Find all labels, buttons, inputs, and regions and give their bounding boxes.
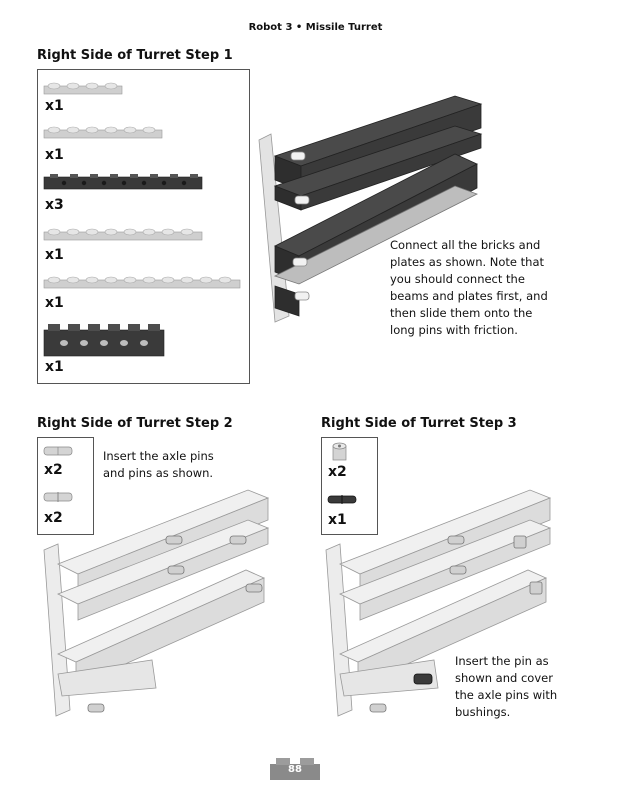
step-2-part-1-qty: x2 [44, 462, 63, 478]
step-3-title: Right Side of Turret Step 3 [321, 416, 517, 431]
step-1-part-5-qty: x1 [45, 295, 64, 311]
step-3-part-1-qty: x2 [328, 464, 347, 480]
step-2-title: Right Side of Turret Step 2 [37, 416, 233, 431]
page-number: 88 [270, 764, 320, 775]
step-2-description: Insert the axle pins and pins as shown. [103, 448, 214, 482]
technic-beam-1x6-icon [44, 324, 166, 358]
step-1-part-6-qty: x1 [45, 359, 64, 375]
plate-1x10-icon [44, 272, 244, 292]
step-1-part-4-qty: x1 [45, 247, 64, 263]
step-3-description: Insert the pin as shown and cover the ax… [455, 653, 557, 721]
step-1-title: Right Side of Turret Step 1 [37, 48, 233, 63]
step-2-assembly-illustration [40, 484, 276, 720]
step-1-part-3-qty: x3 [45, 197, 64, 213]
step-1-part-1-qty: x1 [45, 98, 64, 114]
page-header: Robot 3 • Missile Turret [0, 22, 631, 33]
bushing-icon [330, 442, 350, 462]
step-1-description: Connect all the bricks and plates as sho… [390, 237, 548, 339]
plate-1x6-icon [44, 122, 164, 142]
page-number-badge: 88 [270, 758, 320, 780]
technic-beam-1x8-icon [44, 174, 204, 192]
step-1-part-2-qty: x1 [45, 147, 64, 163]
step-1-parts-list: x1 x1 x3 x1 [37, 69, 250, 384]
axle-pin-icon [44, 444, 74, 458]
plate-1x8-icon [44, 224, 204, 244]
plate-1x4-icon [44, 78, 124, 98]
